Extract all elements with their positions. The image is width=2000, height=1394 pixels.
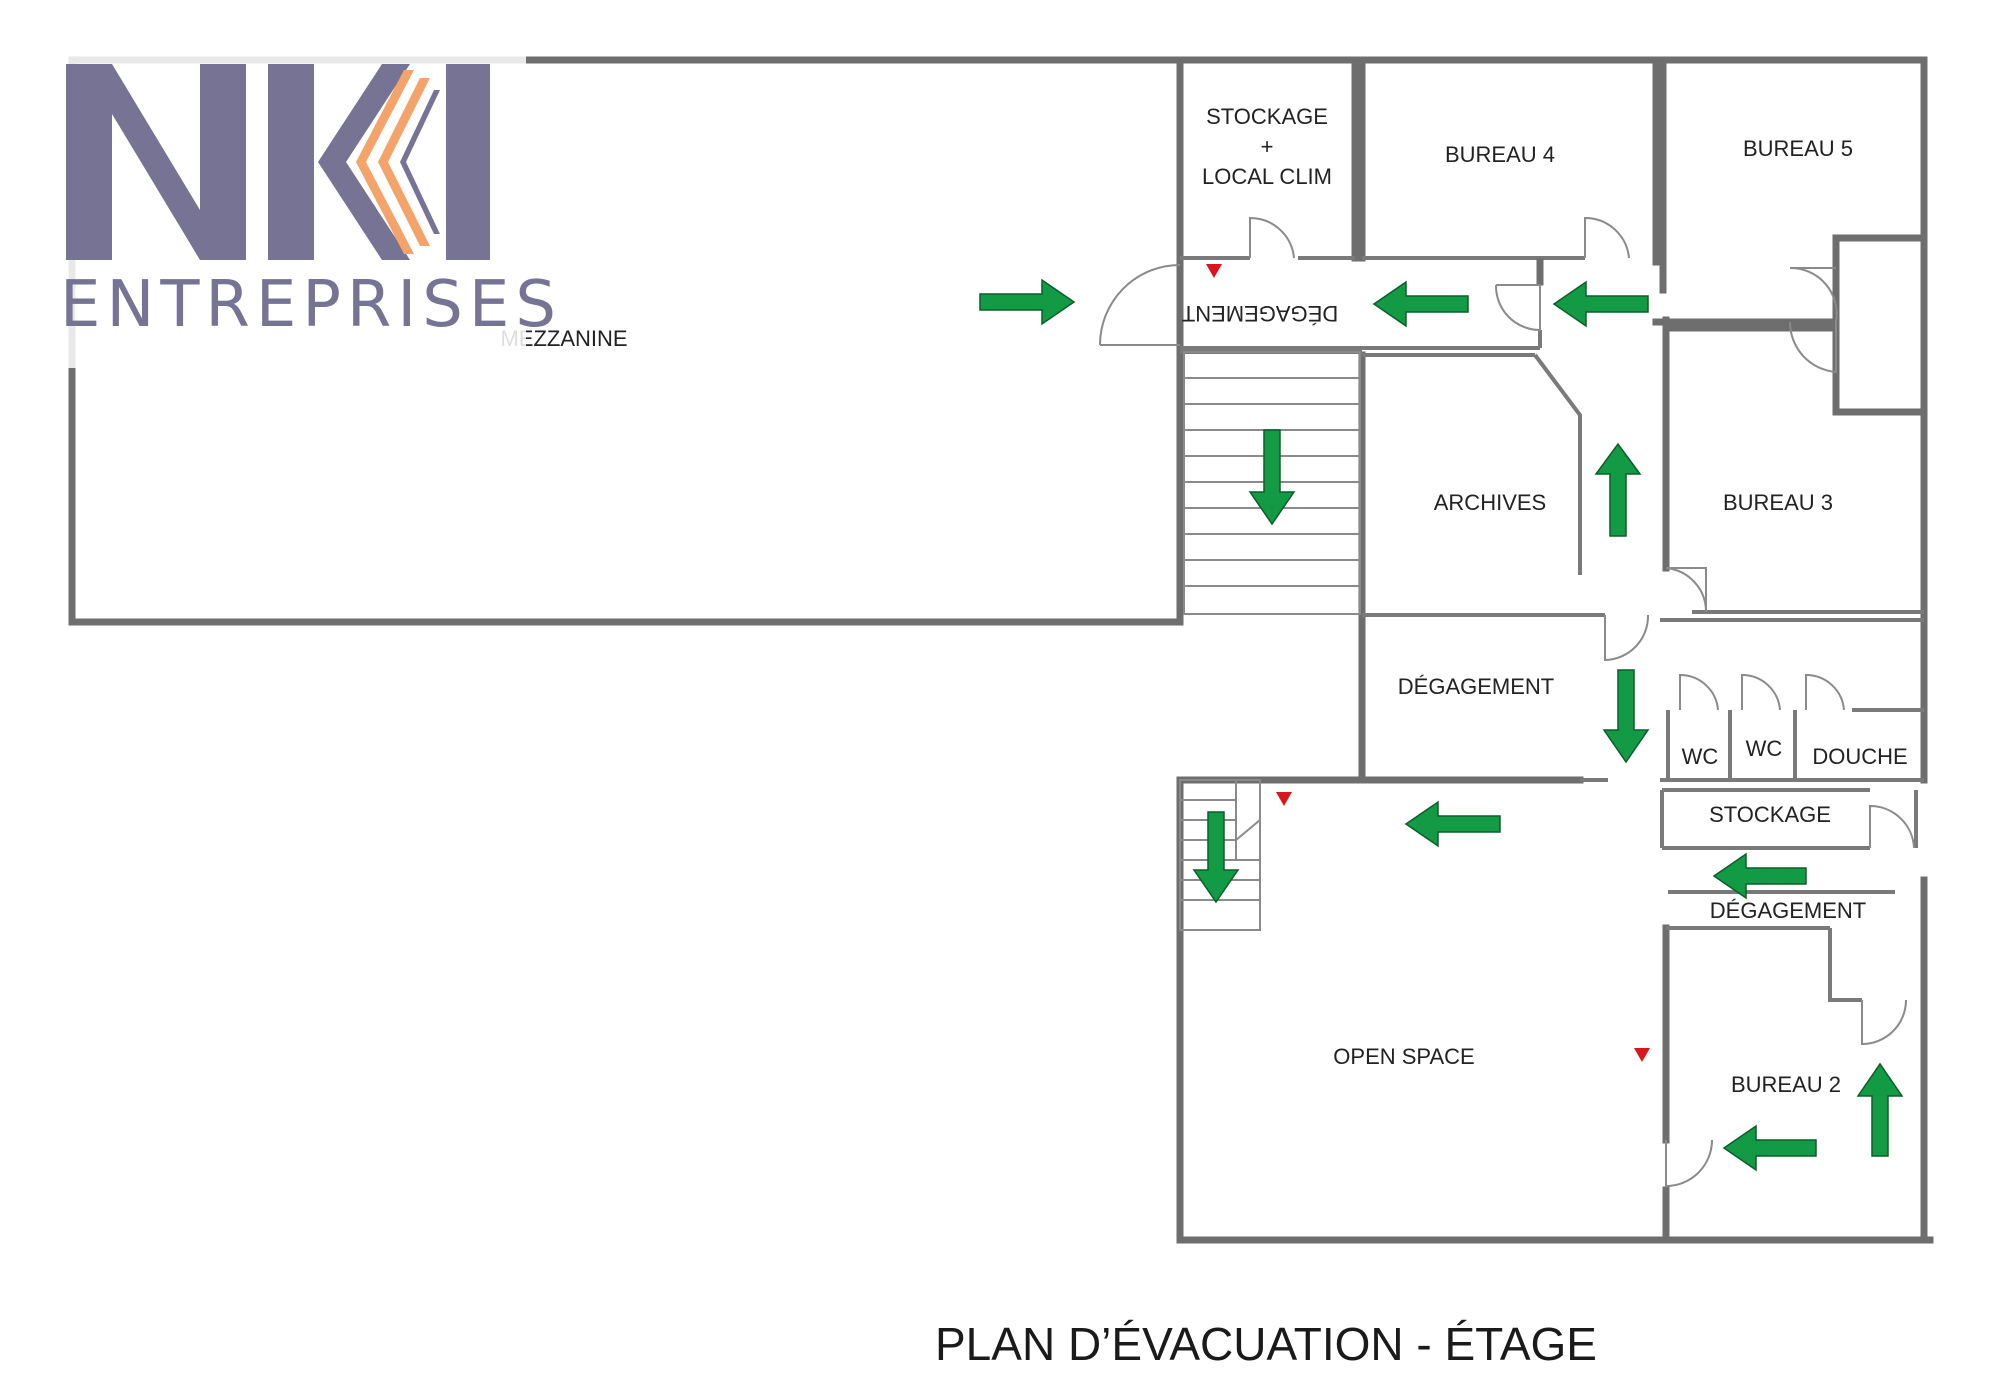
logo-letter-n [66,64,246,260]
door-bureau5-lower [1788,321,1837,374]
walls [68,56,1934,1244]
label-wc2: WC [1746,736,1783,761]
arrow-up-corridor [1594,442,1642,537]
arrow-up-bureau2 [1856,1062,1904,1157]
plan-title: PLAN D’ÉVACUATION - ÉTAGE [935,1318,1597,1370]
arrow-down-degagement [1602,669,1650,764]
label-wc1: WC [1682,744,1719,769]
doors [1099,216,1915,1188]
logo-letter-k [268,64,314,260]
label-bureau3: BUREAU 3 [1723,490,1833,515]
door-stockage [1869,804,1915,849]
markers [1206,264,1650,1062]
arrow-left-open-space [1404,800,1501,848]
label-degagement-bottom: DÉGAGEMENT [1710,898,1866,923]
bureau3-top-wall [1662,316,1928,416]
label-stockage: STOCKAGE [1709,802,1831,827]
door-bureau2-lower [1665,1139,1713,1188]
arrow-left-degagement-bottom [1712,852,1807,900]
door-archives [1604,614,1650,662]
label-bureau4: BUREAU 4 [1445,142,1555,167]
label-stockage-local-clim-2: + [1261,134,1274,159]
arrow-left-corridor-2 [1552,280,1649,328]
label-degagement-middle: DÉGAGEMENT [1398,674,1554,699]
door-bureau5 [1789,266,1838,323]
marker-open-space-right [1634,1048,1650,1062]
label-open-space: OPEN SPACE [1333,1044,1474,1069]
evacuation-arrows [979,278,1904,1172]
marker-top-corridor [1206,264,1222,278]
bureau5-bottom-wall [1652,234,1928,326]
door-douche [1805,673,1845,711]
arrow-right-mezzanine [979,278,1076,326]
label-bureau5: BUREAU 5 [1743,136,1853,161]
door-corridor-small [1494,284,1541,332]
room-labels: MEZZANINE STOCKAGE + LOCAL CLIM BUREAU 4… [500,104,1907,1097]
logo-subtitle: ENTREPRISES [60,268,562,342]
arrow-left-bureau2 [1722,1124,1817,1172]
door-bureau3 [1665,567,1708,613]
logo-stripe-1 [356,70,414,254]
door-wc2 [1741,673,1781,711]
label-stockage-local-clim-1: STOCKAGE [1206,104,1328,129]
label-bureau2: BUREAU 2 [1731,1072,1841,1097]
logo-k-arm [318,64,410,260]
arrow-down-spiral [1192,811,1240,904]
arrow-down-stairs [1248,429,1296,526]
label-degagement-top: DÉGAGEMENT [1182,301,1338,326]
door-bureau2-upper [1861,999,1907,1046]
company-logo: ENTREPRISES [60,56,562,368]
door-bureau4 [1584,216,1630,259]
stairs-main [1183,351,1361,615]
label-stockage-local-clim-3: LOCAL CLIM [1202,164,1332,189]
bureau2-notch [1828,928,1862,1002]
logo-stripe-2 [378,78,430,246]
door-degagement-main [1099,264,1181,346]
archives-angled-wall [1533,353,1582,575]
label-archives: ARCHIVES [1434,490,1546,515]
arrow-left-corridor-1 [1372,280,1469,328]
label-douche: DOUCHE [1812,744,1907,769]
marker-open-space-top [1276,792,1292,806]
door-storage [1249,216,1295,259]
door-wc1 [1679,673,1719,711]
logo-letter-i [446,64,490,260]
